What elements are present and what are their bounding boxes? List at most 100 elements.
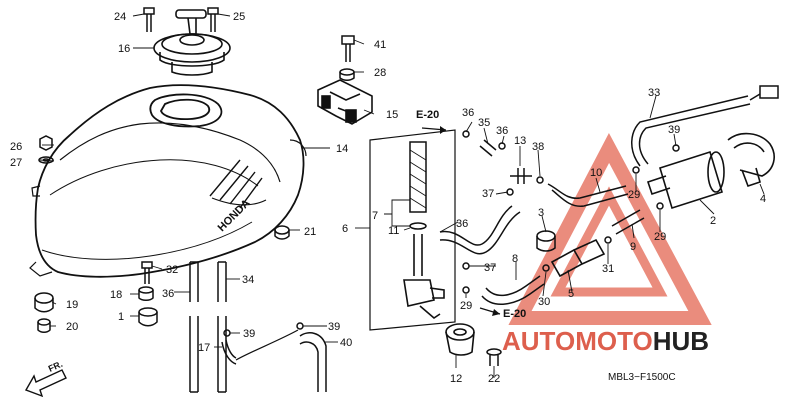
callout-26: 27 [10,157,22,169]
hose-32 [217,261,227,393]
bolt-24-left [143,7,155,32]
reference-e20-bottom-text: E-20 [503,308,526,320]
pump-bracket-4 [727,132,775,188]
callout-6: 6 [342,223,348,235]
clip-36-lower [462,262,470,270]
callout-7: 7 [372,210,378,222]
collar-20 [37,318,51,333]
hose-34 [439,205,521,255]
callout-34: 36 [456,218,468,230]
callout-25: 26 [10,141,22,153]
o-ring-11 [409,222,427,230]
clip-37 [536,176,544,184]
fuel-strainer-7 [409,141,427,213]
hose-40 [299,332,327,392]
bolt-41 [341,35,355,62]
callout-38: 39 [328,321,340,333]
callout-2: 2 [710,215,716,227]
callout-36-b: 36 [496,125,508,137]
callout-14: 14 [336,143,348,155]
fuel-tank [29,84,307,278]
callout-11: 11 [388,225,399,237]
clip-29-mid [542,264,550,272]
callout-31: 33 [648,87,660,99]
watermark-hub: HUB [653,326,709,356]
bolt-24-right [207,7,219,32]
callout-19: 19 [66,299,78,311]
callout-21: 21 [304,226,316,238]
watermark-auto: AUTO [502,326,575,356]
callout-33: 35 [478,117,490,129]
callout-29-a: 29 [460,300,472,312]
callout-labels: 24 25 16 41 28 15 14 26 27 21 6 7 11 32 … [10,11,766,385]
callout-3: 3 [538,207,544,219]
hose-35 [189,261,199,393]
callout-28-b: 29 [654,231,666,243]
fuel-filter-5 [550,238,606,278]
wire-harness-31 [631,85,779,167]
tube-17-40-link [235,329,299,361]
leader-lines [39,13,765,378]
clip-39 [223,329,231,337]
clip-36-a [462,130,470,138]
reference-e20-top-text: E-20 [416,109,439,121]
callout-1: 1 [118,311,124,323]
callout-15: 15 [386,109,398,121]
fuel-cock-frame [369,129,456,331]
fuel-cock-lever-12 [445,323,475,356]
callout-36-a: 36 [462,107,474,119]
bracket-15 [317,79,373,125]
callout-17: 17 [198,342,210,354]
screw-22 [486,348,502,366]
callout-8: 8 [512,253,518,265]
callout-39-lower: 39 [243,328,255,340]
callout-24-right: 25 [233,11,245,23]
callout-41: 41 [374,39,386,51]
watermark-text: AUTOMOTOHUB [502,326,709,356]
front-direction-arrow: FR. [24,359,67,398]
fuel-cock-body [403,234,445,320]
bolt-25 [39,135,53,151]
callout-4: 4 [760,193,766,205]
callout-9: 9 [630,241,636,253]
callout-18: 18 [110,289,122,301]
callout-24-left: 24 [114,11,126,23]
diagram-code: MBL3−F1500C [608,372,676,383]
cushion-21 [274,225,290,240]
callout-40: 40 [340,337,352,349]
hose-17 [221,339,237,365]
callout-39-upper: 39 [668,124,680,136]
callout-27: 28 [374,67,386,79]
clip-38 [296,322,304,330]
hose-9 [611,209,645,235]
callout-29-c: 31 [602,263,614,275]
callout-28-a: 29 [628,189,640,201]
reference-e20-top: E-20 [416,109,447,134]
bolt-30 [141,261,153,284]
cushion-1 [138,307,158,327]
clip-28-b [656,202,664,210]
front-direction-label: FR. [47,359,64,374]
callout-37: 38 [532,141,544,153]
callout-5: 5 [568,288,574,300]
callout-22: 22 [488,373,500,385]
callout-10: 10 [590,167,602,179]
callout-30: 32 [166,264,178,276]
watermark: AUTOMOTOHUB [502,133,712,356]
clip-29-left [462,286,470,294]
callout-20: 20 [66,321,78,333]
collar-27 [339,68,355,81]
tank-logo-text: HONDA [216,197,253,234]
hose-33 [479,139,497,157]
reference-e20-bottom: E-20 [479,307,526,320]
callout-16: 16 [118,43,130,55]
callout-35: 36 [162,288,174,300]
watermark-triangle [508,133,712,325]
hose-10 [547,183,629,207]
callout-29-b: 30 [538,296,550,308]
callout-36-d: 37 [484,262,496,274]
hose-8 [481,275,545,305]
callout-13: 13 [514,135,526,147]
collar-18 [138,286,154,301]
